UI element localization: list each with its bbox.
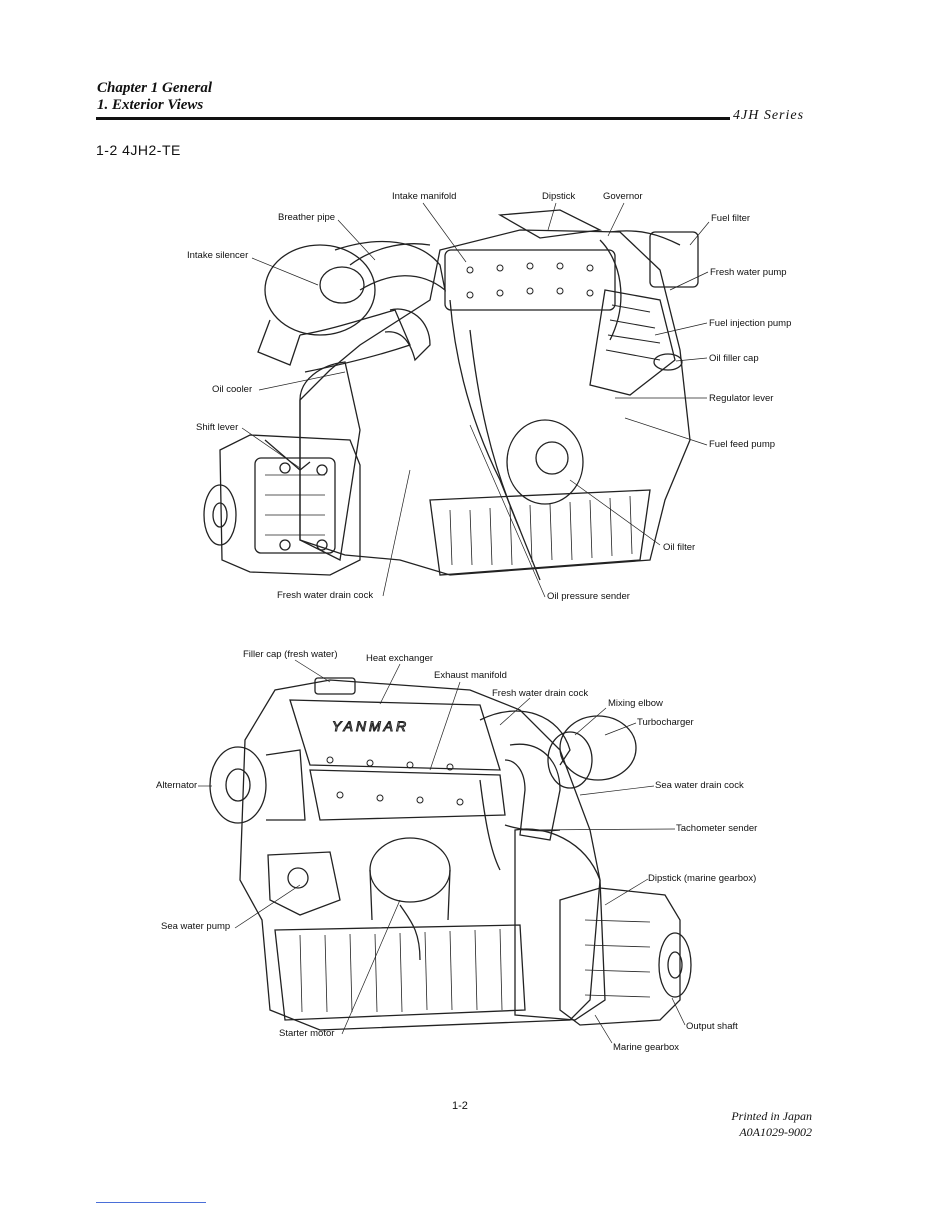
header-rule [96, 117, 730, 120]
label-oil-filter: Oil filter [663, 542, 696, 553]
label-fuel-filter: Fuel filter [711, 213, 751, 224]
section-title: 1. Exterior Views [97, 97, 204, 113]
label-breather-pipe: Breather pipe [278, 212, 336, 223]
footer-rule [96, 1202, 206, 1203]
page-number: 1-2 [452, 1100, 468, 1112]
label-fresh-water-pump: Fresh water pump [710, 267, 787, 278]
engine-bottom-illustration [198, 659, 692, 1044]
doc-code: A0A1029-9002 [739, 1125, 812, 1139]
label-alternator: Alternator [156, 780, 198, 791]
label-marine-gearbox: Marine gearbox [613, 1042, 680, 1053]
model-title: 1-2 4JH2-TE [96, 142, 181, 158]
label-regulator-lever: Regulator lever [709, 393, 774, 404]
engine-figure-bottom: Filler cap (fresh water) Heat exchanger … [0, 620, 935, 1080]
label-fuel-injection-pump: Fuel injection pump [709, 318, 792, 329]
label-oil-pressure-sender: Oil pressure sender [547, 591, 630, 602]
label-oil-cooler: Oil cooler [212, 384, 253, 395]
label-tachometer-sender: Tachometer sender [676, 823, 758, 834]
label-fresh-water-drain-cock: Fresh water drain cock [277, 590, 374, 601]
label-starter-motor: Starter motor [279, 1028, 335, 1039]
label-dipstick: Dipstick [542, 191, 576, 202]
label-intake-manifold: Intake manifold [392, 191, 457, 202]
label-sea-water-drain-cock: Sea water drain cock [655, 780, 744, 791]
label-turbocharger: Turbocharger [637, 717, 694, 728]
label-sea-water-pump: Sea water pump [161, 921, 231, 932]
label-mixing-elbow: Mixing elbow [608, 698, 663, 709]
label-fresh-water-drain-cock-2: Fresh water drain cock [492, 688, 589, 699]
label-output-shaft: Output shaft [686, 1021, 738, 1032]
label-intake-silencer: Intake silencer [187, 250, 249, 261]
label-filler-cap: Filler cap (fresh water) [243, 649, 338, 660]
yanmar-logo: YANMAR [331, 718, 410, 734]
label-fuel-feed-pump: Fuel feed pump [709, 439, 776, 450]
label-exhaust-manifold: Exhaust manifold [434, 670, 507, 681]
label-governor: Governor [603, 191, 643, 202]
chapter-title: Chapter 1 General [97, 80, 213, 96]
label-dipstick-marine-gearbox: Dipstick (marine gearbox) [648, 873, 757, 884]
label-oil-filler-cap: Oil filler cap [709, 353, 759, 364]
label-heat-exchanger: Heat exchanger [366, 653, 434, 664]
printed-note: Printed in Japan [731, 1109, 812, 1123]
series-label: 4JH Series [733, 108, 805, 123]
engine-figure-top: Intake manifold Dipstick Governor Breath… [187, 191, 792, 602]
label-shift-lever: Shift lever [196, 422, 239, 433]
engine-top-illustration [203, 202, 710, 598]
